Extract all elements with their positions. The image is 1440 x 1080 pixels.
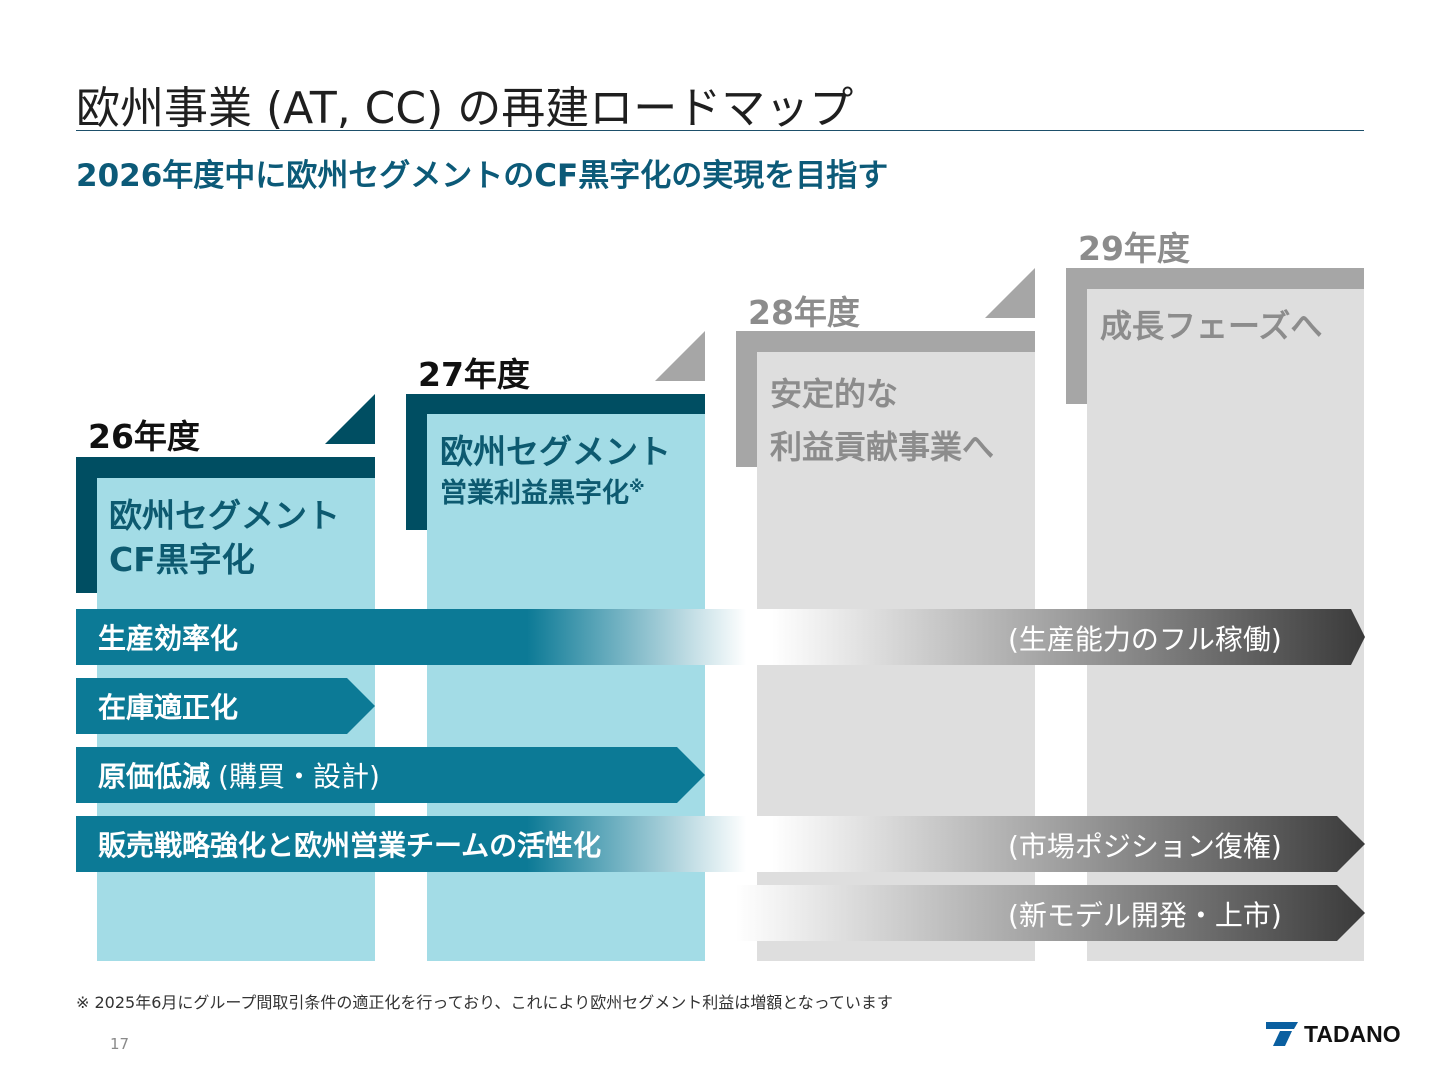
stage-28-line2: 利益貢献事業へ xyxy=(770,427,995,466)
stage-29-line1: 成長フェーズへ xyxy=(1100,307,1323,345)
page-subtitle: 2026年度中に欧州セグメントのCF黒字化の実現を目指す xyxy=(76,158,889,194)
stage-29-top-bar xyxy=(1066,268,1364,289)
stage-26-line1: 欧州セグメント xyxy=(109,496,340,535)
page-title: 欧州事業 (AT, CC) の再建ロードマップ xyxy=(76,83,854,134)
title-divider xyxy=(76,130,1364,131)
stage-26-line2: CF黒字化 xyxy=(109,539,255,579)
arrow-cost-reduction-label: 原価低減 xyxy=(98,760,211,793)
stage-28-top-bar xyxy=(736,331,1035,352)
stage-26-corner-triangle xyxy=(325,394,375,444)
arrow-new-model-note: (新モデル開発・上市) xyxy=(1008,899,1282,932)
stage-27-footnote-mark: ※ xyxy=(629,476,645,496)
stage-29-text: 成長フェーズへ xyxy=(1100,305,1322,347)
stage-27-line2: 営業利益黒字化 xyxy=(440,477,629,509)
arrow-production-efficiency: 生産効率化 xyxy=(76,609,1365,665)
stage-27-side-bar xyxy=(406,394,427,530)
stage-28-corner-triangle xyxy=(985,268,1035,318)
stage-26-top-bar xyxy=(76,457,375,478)
arrow-new-model xyxy=(736,885,1365,941)
arrow-cost-reduction: 原価低減 (購買・設計) xyxy=(76,747,705,803)
stage-26-year: 26年度 xyxy=(88,417,200,456)
arrow-sales-strategy-label: 販売戦略強化と欧州営業チームの活性化 xyxy=(98,829,602,862)
stage-27-corner-triangle xyxy=(655,331,705,381)
arrow-inventory-optimization-label: 在庫適正化 xyxy=(98,691,239,724)
stage-28-line1: 安定的な xyxy=(770,375,899,413)
tadano-logo-text: TADANO xyxy=(1304,1020,1401,1047)
tadano-logo-mark-icon xyxy=(1266,1022,1298,1046)
stage-29-side-bar xyxy=(1066,268,1087,404)
stage-28-side-bar xyxy=(736,331,757,467)
arrow-sales-strategy-note: (市場ポジション復権) xyxy=(1008,830,1282,863)
tadano-logo: TADANO xyxy=(1266,1020,1401,1047)
stage-27-year: 27年度 xyxy=(418,355,530,394)
stage-27-line1: 欧州セグメント xyxy=(440,432,671,471)
arrow-sales-strategy: 販売戦略強化と欧州営業チームの活性化 xyxy=(76,816,1365,872)
arrow-inventory-optimization: 在庫適正化 xyxy=(76,678,375,734)
arrow-production-efficiency-note: (生産能力のフル稼働) xyxy=(1008,623,1282,656)
stage-27-text: 欧州セグメント 営業利益黒字化※ xyxy=(440,430,671,514)
arrow-cost-reduction-note: (購買・設計) xyxy=(218,760,380,793)
stage-26-text: 欧州セグメント CF黒字化 xyxy=(109,494,340,581)
stage-29-year: 29年度 xyxy=(1078,229,1190,268)
stage-27-top-bar xyxy=(406,394,705,414)
stage-28-text: 安定的な 利益貢献事業へ xyxy=(770,368,994,474)
stage-27-line2-wrap: 営業利益黒字化※ xyxy=(440,474,671,515)
page-number: 17 xyxy=(110,1035,130,1053)
footnote: ※ 2025年6月にグループ間取引条件の適正化を行っており、これにより欧州セグメ… xyxy=(76,993,893,1012)
stage-28-year: 28年度 xyxy=(748,293,860,332)
arrow-production-efficiency-label: 生産効率化 xyxy=(98,622,239,655)
stage-26-side-bar xyxy=(76,457,97,593)
